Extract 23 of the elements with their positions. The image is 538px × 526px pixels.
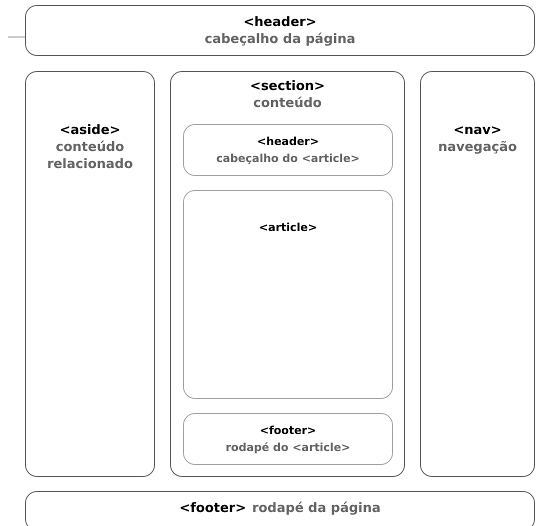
description-label: conteúdo relacionado [46,139,134,173]
description-label: cabeçalho da página [204,31,356,48]
tag-label: <aside> [60,122,120,139]
layout-box [183,413,393,465]
layout-box [183,124,393,176]
layout-box [25,491,535,526]
layout-box [420,71,535,477]
tag-label: <header> [257,134,319,150]
description-label: rodapé da página [252,500,381,517]
tag-label: <article> [258,220,318,236]
layout-box [183,190,393,399]
tag-label: <header> [243,14,317,31]
tag-label: <section> [250,78,325,95]
layout-box [25,5,535,56]
tag-label: <nav> [453,122,502,139]
layout-box [170,71,405,477]
tag-label: <footer> [179,500,246,517]
tag-label: <footer> [260,423,316,439]
layout-box [25,71,155,477]
description-label: rodapé do <article> [226,440,350,456]
description-label: conteúdo [253,95,322,112]
description-label: navegação [438,139,517,156]
description-label: cabeçalho do <article> [216,151,360,167]
